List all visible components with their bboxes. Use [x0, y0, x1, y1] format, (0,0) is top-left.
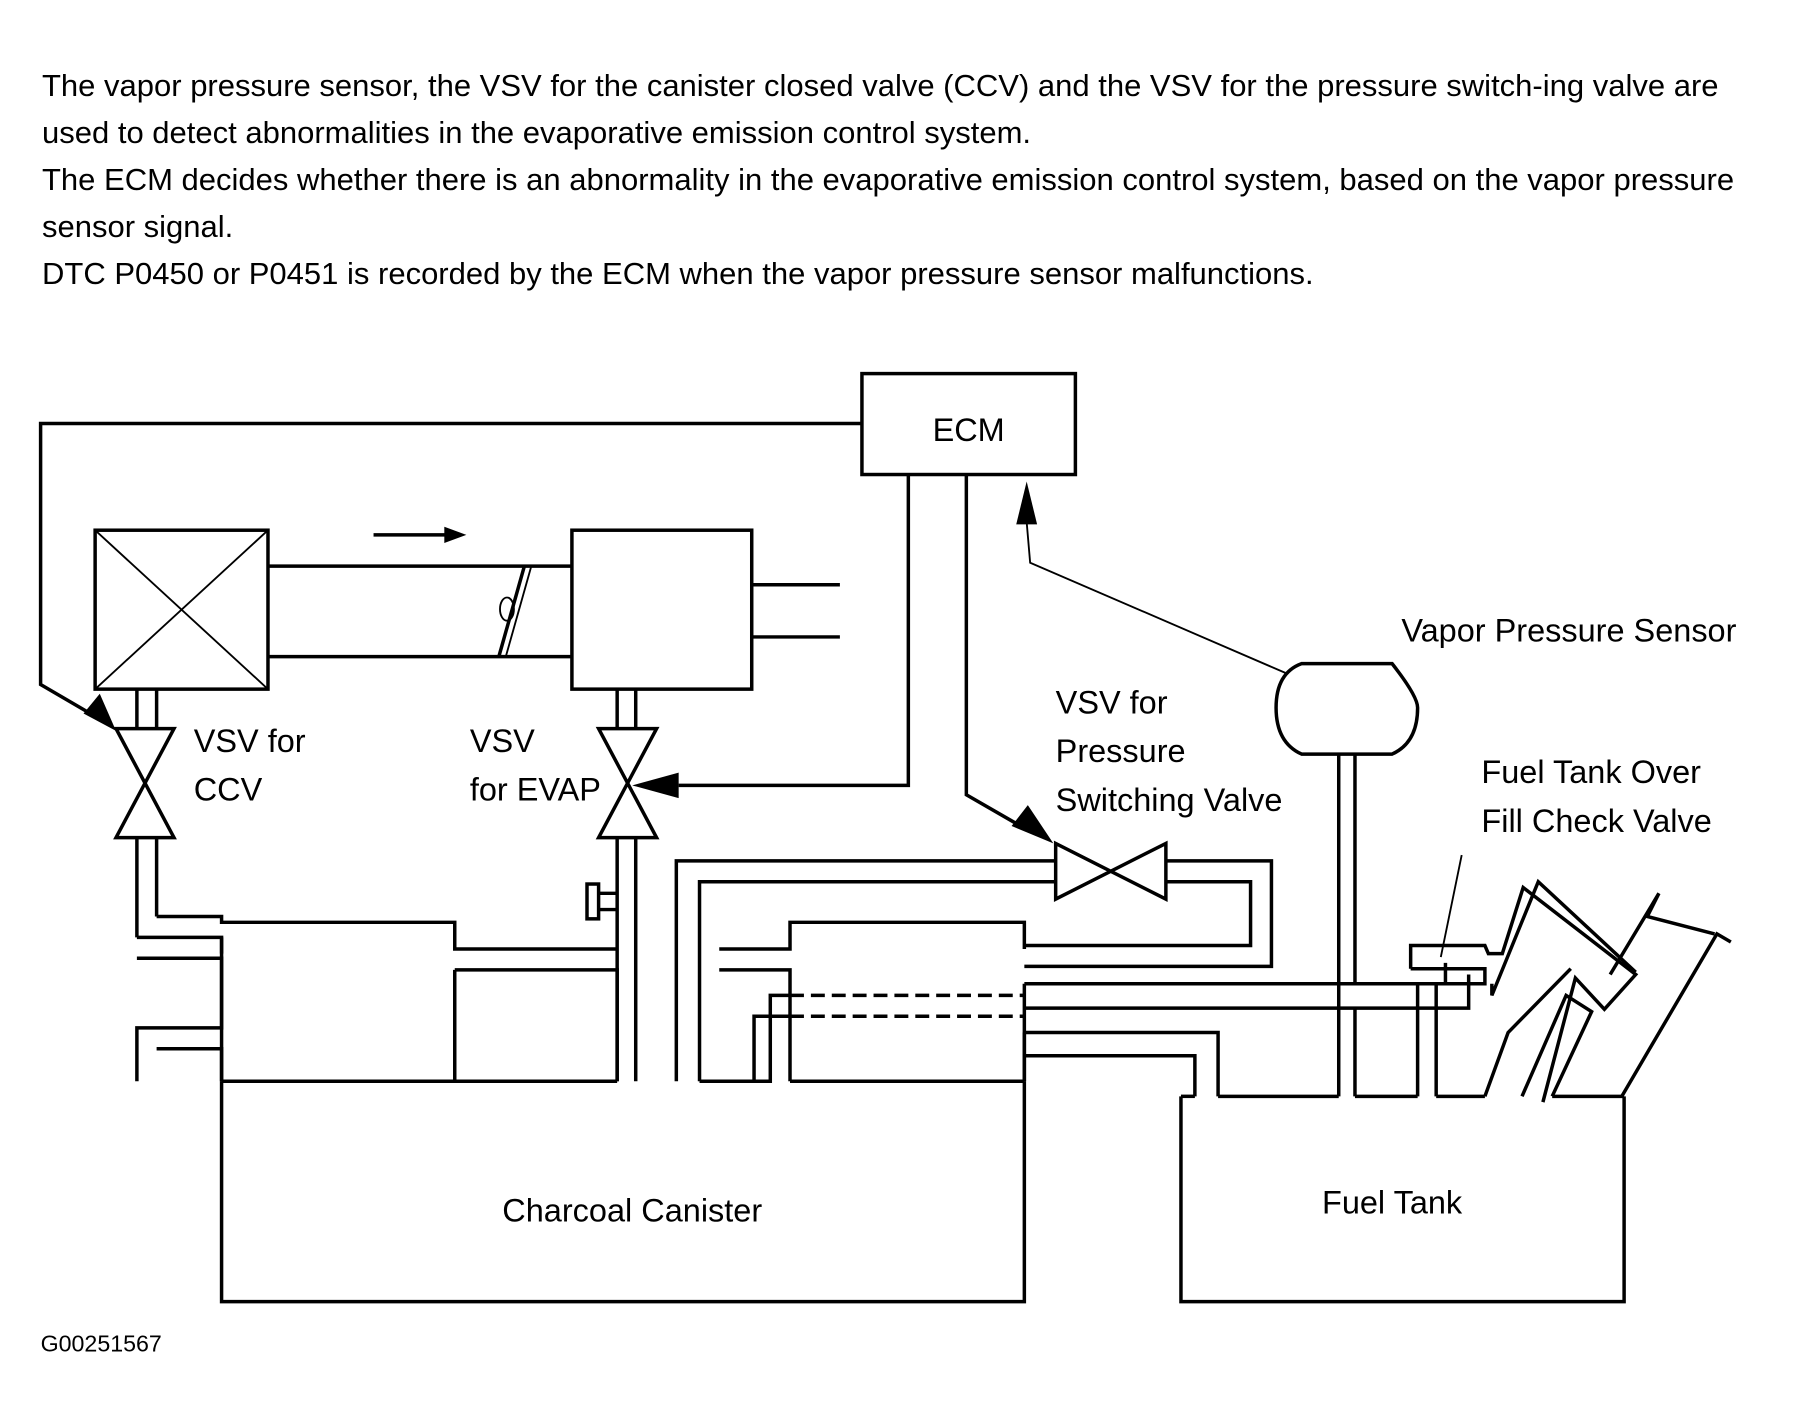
- arrow-head-psv: [1011, 805, 1054, 844]
- arrow-head-evap: [632, 772, 679, 799]
- vsv-ccv-label-2: CCV: [194, 772, 263, 808]
- description-paragraph-1: The vapor pressure sensor, the VSV for t…: [42, 68, 1719, 150]
- fuel-tank-label: Fuel Tank: [1322, 1184, 1463, 1220]
- vsv-pressure-switching: VSV for Pressure Switching Valve: [1053, 684, 1283, 902]
- throttle-valve: [497, 565, 533, 658]
- fuel-tank-over-fill-check-valve: Fuel Tank Over Fill Check Valve: [1408, 754, 1732, 1103]
- vsv-evap: VSV for EVAP: [470, 689, 660, 1082]
- description-text: The vapor pressure sensor, the VSV for t…: [42, 62, 1782, 297]
- arrow-head-ccv: [83, 693, 117, 731]
- ecm-label: ECM: [933, 412, 1005, 448]
- charcoal-canister: Charcoal Canister: [219, 1079, 1027, 1304]
- wire-sensor-to-ecm: [1025, 522, 1286, 674]
- description-paragraph-2: The ECM decides whether there is an abno…: [42, 162, 1735, 244]
- description-paragraph-3: DTC P0450 or P0451 is recorded by the EC…: [42, 256, 1314, 291]
- vsv-psv-label-1: VSV for: [1056, 684, 1168, 720]
- intake-chamber: [570, 528, 754, 691]
- figure-id: G00251567: [41, 1331, 162, 1357]
- arrow-head-ecm: [1016, 481, 1038, 525]
- vapor-pressure-sensor: Vapor Pressure Sensor: [1274, 613, 1737, 1097]
- wire-ecm-to-psv: [964, 474, 1028, 832]
- vsv-psv-label-3: Switching Valve: [1056, 782, 1283, 818]
- check-valve-label-2: Fill Check Valve: [1481, 803, 1711, 839]
- fuel-tank: Fuel Tank: [1179, 983, 1626, 1304]
- vsv-evap-label-2: for EVAP: [470, 772, 601, 808]
- check-valve-label-1: Fuel Tank Over: [1481, 754, 1701, 790]
- vsv-ccv: VSV for CCV: [113, 689, 306, 938]
- ecm-box: ECM: [860, 371, 1078, 477]
- vsv-ccv-label-1: VSV for: [194, 723, 306, 759]
- wire-ecm-to-evap: [678, 474, 911, 788]
- vsv-evap-label-1: VSV: [470, 723, 535, 759]
- air-cleaner: [93, 528, 270, 691]
- vapor-sensor-label: Vapor Pressure Sensor: [1401, 613, 1736, 649]
- canister-label: Charcoal Canister: [502, 1193, 762, 1229]
- vsv-psv-label-2: Pressure: [1056, 733, 1186, 769]
- wire-ecm-to-ccv: [38, 421, 862, 727]
- flow-arrow-head: [444, 526, 467, 543]
